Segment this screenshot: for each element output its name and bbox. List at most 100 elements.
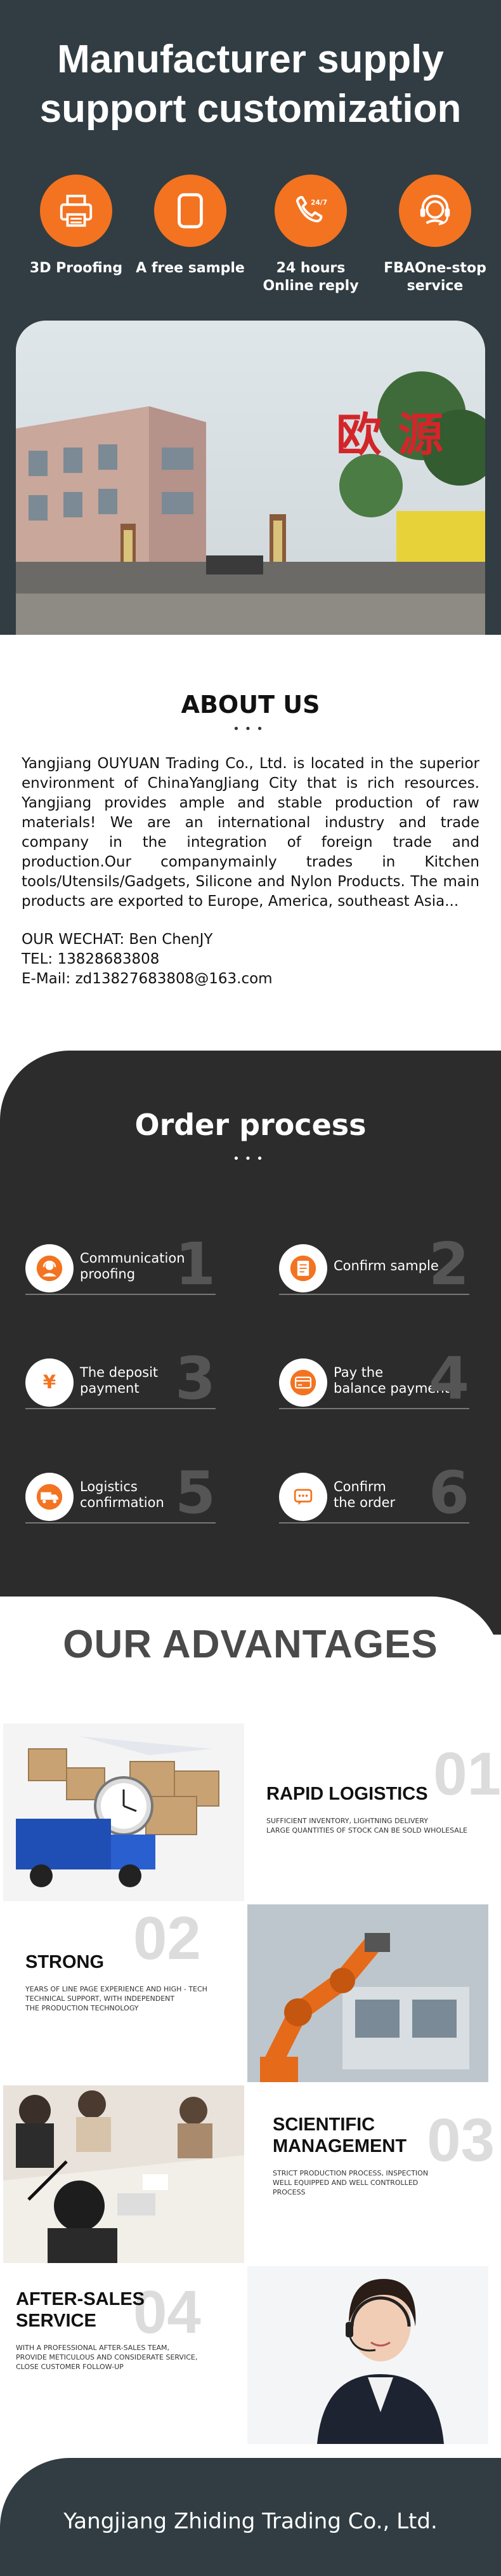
order-step-label: Logistics confirmation	[80, 1479, 194, 1511]
advantage-item-4: 04 AFTER-SALES SERVICE WITH A PROFESSION…	[16, 2281, 251, 2372]
order-dots: •••	[233, 1152, 268, 1165]
feature-label-line1: 24 hours	[276, 260, 346, 276]
advantage-desc-line1: WITH A PROFESSIONAL AFTER-SALES TEAM,	[16, 2344, 170, 2352]
order-title: Order process	[134, 1108, 367, 1142]
order-step-number: 1	[174, 1230, 216, 1298]
order-step-line1: Communication	[80, 1251, 185, 1266]
advantage-desc-line3: CLOSE CUSTOMER FOLLOW-UP	[16, 2363, 124, 2371]
contact-wechat: OUR WECHAT: Ben ChenJY	[22, 931, 213, 948]
order-step-4: Pay the balance payment 4	[279, 1347, 469, 1411]
printer-icon	[40, 175, 112, 247]
contact-tel: TEL: 13828683808	[22, 951, 160, 967]
advantage-desc-line1: SUFFICIENT INVENTORY, LIGHTNING DELIVERY	[266, 1817, 428, 1825]
order-step-number: 2	[428, 1230, 469, 1298]
truck-icon	[25, 1473, 74, 1521]
about-dots: •••	[233, 722, 268, 736]
24-7-badge: 24/7	[311, 198, 327, 206]
footer-company-name: Yangjiang Zhiding Trading Co., Ltd.	[63, 2509, 438, 2534]
user-headset-icon	[25, 1244, 74, 1292]
feature-label-line1: FBAOne-stop	[384, 260, 486, 276]
order-step-label: Confirm the order	[334, 1479, 448, 1511]
document-icon	[279, 1244, 327, 1292]
advantage-item-3: 03 SCIENTIFIC MANAGEMENT STRICT PRODUCTI…	[273, 2109, 501, 2197]
photo-sign-text: 欧 源	[336, 408, 443, 461]
advantage-item-2: 02 STRONG YEARS OF LINE PAGE EXPERIENCE …	[25, 1907, 260, 2013]
card-icon	[279, 1358, 327, 1407]
order-step-1: Communication proofing 1	[25, 1233, 216, 1296]
svg-text:¥: ¥	[43, 1371, 56, 1393]
advantage-desc-line1: YEARS OF LINE PAGE EXPERIENCE AND HIGH -…	[25, 1985, 207, 1993]
advantage-number: 02	[133, 1904, 201, 1972]
order-step-number: 3	[174, 1344, 216, 1412]
advantage-number: 04	[133, 2278, 201, 2346]
advantage-description: STRICT PRODUCTION PROCESS, INSPECTION WE…	[273, 2168, 501, 2197]
feature-fba-service: FBAOne-stop service	[372, 175, 498, 295]
hero-title-line1: Manufacturer supply	[57, 37, 444, 81]
yen-icon: ¥	[25, 1358, 74, 1407]
order-step-2: Confirm sample 2	[279, 1233, 469, 1296]
advantage-heading: AFTER-SALES SERVICE	[16, 2288, 251, 2332]
advantage-desc-line2: TECHNICAL SUPPORT, WITH INDEPENDENT	[25, 1995, 175, 2003]
feature-label: 3D Proofing	[29, 260, 123, 276]
advantage-desc-line2: WELL EQUIPPED AND WELL CONTROLLED	[273, 2179, 419, 2187]
order-step-line1: Confirm sample	[334, 1258, 439, 1273]
advantage-item-1: 01 RAPID LOGISTICS SUFFICIENT INVENTORY,…	[266, 1743, 501, 1835]
footer: Yangjiang Zhiding Trading Co., Ltd.	[0, 2458, 501, 2576]
robot-arm-image	[247, 1904, 488, 2082]
advantage-heading-line2: SERVICE	[16, 2311, 96, 2331]
advantages-title: OUR ADVANTAGES	[63, 1623, 438, 1666]
advantage-heading: STRONG	[25, 1952, 105, 1972]
order-step-5: Logistics confirmation 5	[25, 1461, 216, 1525]
advantage-number: 01	[433, 1740, 501, 1808]
order-step-line2: payment	[80, 1381, 140, 1396]
chat-icon	[279, 1473, 327, 1521]
order-process-section: Order process ••• Communication proofing…	[0, 1051, 501, 1635]
headset-icon	[399, 175, 471, 247]
order-step-label: Pay the balance payment	[334, 1365, 460, 1397]
hero-title-line2: support customization	[39, 87, 462, 131]
order-step-line2: confirmation	[80, 1495, 164, 1510]
order-step-label: Confirm sample	[334, 1258, 448, 1274]
feature-3d-proofing: 3D Proofing	[13, 175, 140, 277]
advantages-top-curve	[0, 1597, 501, 1673]
advantage-number: 03	[427, 2106, 495, 2174]
contact-info: OUR WECHAT: Ben ChenJY TEL: 13828683808 …	[22, 930, 479, 989]
order-step-line2: proofing	[80, 1266, 136, 1282]
order-step-6: Confirm the order 6	[279, 1461, 469, 1525]
order-step-label: The deposit payment	[80, 1365, 194, 1397]
feature-label-line2: Online reply	[263, 278, 359, 294]
phone-device-icon	[154, 175, 226, 247]
order-step-number: 6	[428, 1459, 469, 1527]
order-step-line2: the order	[334, 1495, 396, 1510]
logistics-image	[3, 1723, 244, 1901]
order-step-label: Communication proofing	[80, 1251, 194, 1282]
advantage-heading-line1: SCIENTIFIC	[273, 2115, 375, 2135]
advantage-heading-line2: MANAGEMENT	[273, 2136, 407, 2156]
order-step-line1: Logistics	[80, 1479, 138, 1494]
feature-label: 24 hours Online reply	[247, 260, 374, 295]
feature-free-sample: A free sample	[127, 175, 254, 277]
advantage-desc-line2: PROVIDE METICULOUS AND CONSIDERATE SERVI…	[16, 2353, 198, 2361]
advantage-description: YEARS OF LINE PAGE EXPERIENCE AND HIGH -…	[25, 1984, 260, 2013]
order-step-number: 5	[174, 1459, 216, 1527]
customer-service-image	[247, 2266, 488, 2444]
advantage-heading: SCIENTIFIC MANAGEMENT	[273, 2114, 501, 2157]
order-step-3: ¥ The deposit payment 3	[25, 1347, 216, 1411]
advantage-description: WITH A PROFESSIONAL AFTER-SALES TEAM, PR…	[16, 2343, 251, 2372]
order-step-number: 4	[428, 1344, 469, 1412]
order-step-line1: Pay the	[334, 1365, 384, 1380]
hero-title: Manufacturer supply support customizatio…	[0, 35, 501, 134]
feature-label: FBAOne-stop service	[372, 260, 498, 295]
advantage-desc-line1: STRICT PRODUCTION PROCESS, INSPECTION	[273, 2169, 429, 2177]
order-step-line2: balance payment	[334, 1381, 450, 1396]
contact-email: E-Mail: zd13827683808@163.com	[22, 971, 273, 987]
feature-online-reply: 24/7 24 hours Online reply	[247, 175, 374, 295]
advantage-desc-line2: LARGE QUANTITIES OF STOCK CAN BE SOLD WH…	[266, 1826, 467, 1835]
advantage-desc-line3: THE PRODUCTION TECHNOLOGY	[25, 2004, 139, 2012]
advantage-heading: RAPID LOGISTICS	[266, 1784, 428, 1804]
order-step-line1: Confirm	[334, 1479, 386, 1494]
factory-photo: 欧 源	[16, 321, 485, 635]
about-text: Yangjiang OUYUAN Trading Co., Ltd. is lo…	[22, 755, 479, 910]
feature-label: A free sample	[136, 260, 245, 276]
about-title: ABOUT US	[181, 691, 320, 719]
